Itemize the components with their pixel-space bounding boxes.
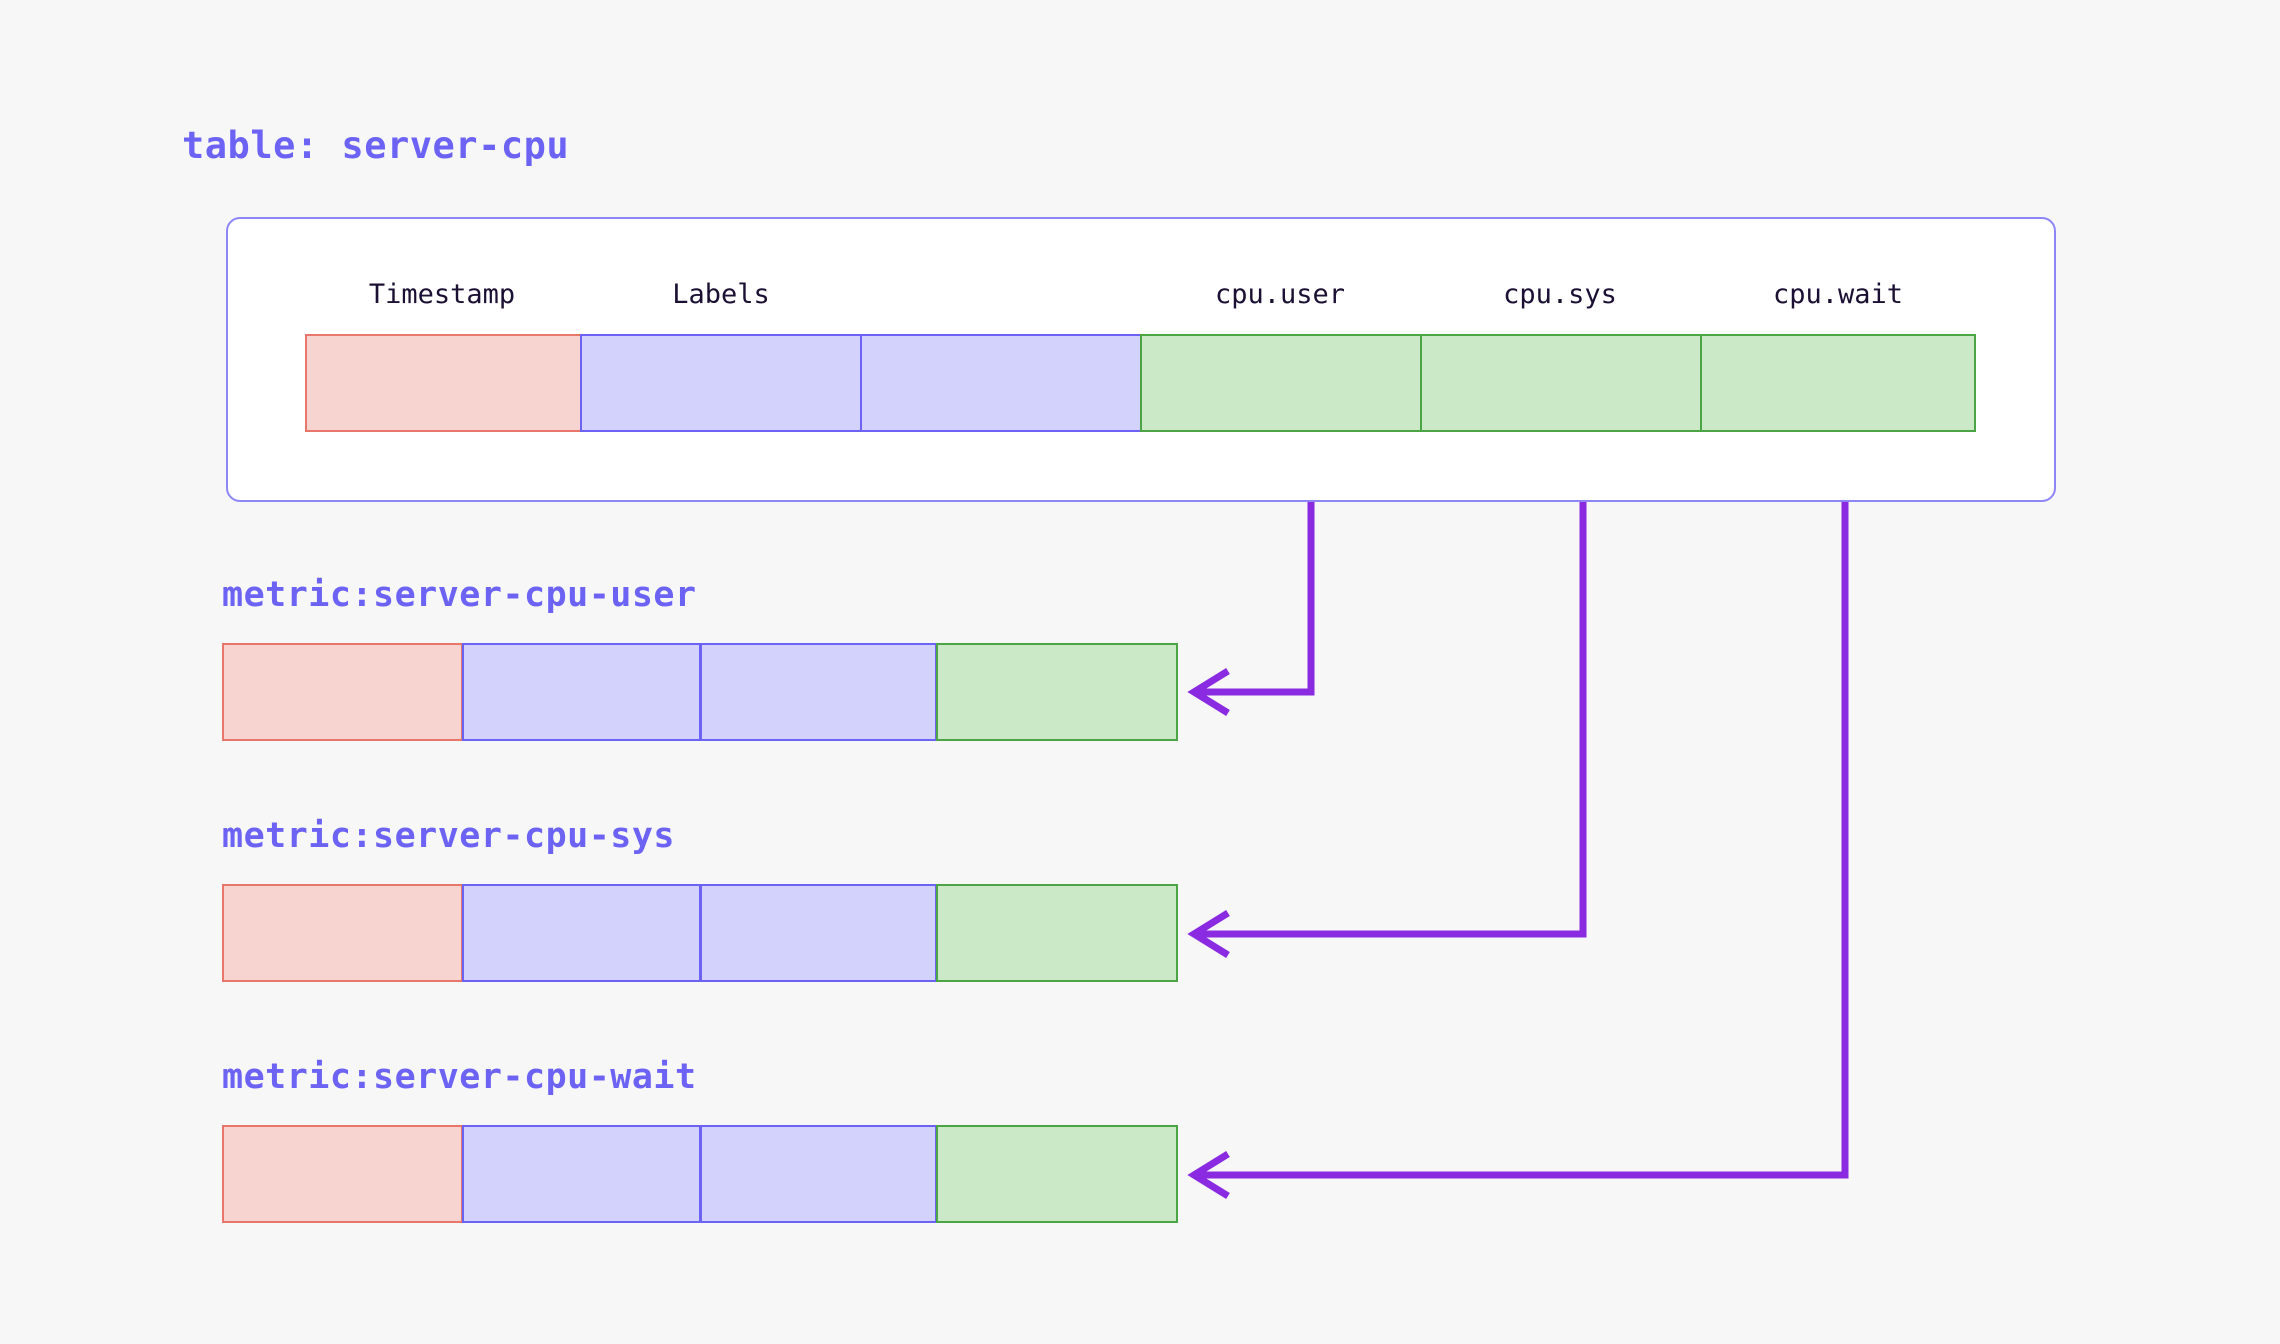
column-header-timestamp: Timestamp <box>368 279 516 310</box>
arrow-cpu-wait-head <box>1187 1151 1230 1199</box>
table-cell-cpu-sys[interactable] <box>1420 334 1702 432</box>
table-cell-cpu-wait[interactable] <box>1700 334 1976 432</box>
table-cell-labels-2[interactable] <box>860 334 1142 432</box>
metric-title-sys: metric:server-cpu-sys <box>222 816 676 856</box>
arrow-cpu-sys <box>1200 450 1587 938</box>
arrow-cpu-sys-head <box>1187 910 1230 958</box>
table-cell-labels-1[interactable] <box>580 334 862 432</box>
metric-user-cell-label-1[interactable] <box>462 643 701 741</box>
metric-user-cell-label-2[interactable] <box>700 643 937 741</box>
column-header-labels: Labels <box>672 279 770 310</box>
metric-wait-cell-timestamp[interactable] <box>222 1125 463 1223</box>
metric-user-cell-timestamp[interactable] <box>222 643 463 741</box>
column-header-cpu-sys: cpu.sys <box>1503 279 1617 310</box>
metric-title-user: metric:server-cpu-user <box>222 575 697 615</box>
column-header-cpu-wait: cpu.wait <box>1772 279 1904 310</box>
metric-wait-cell-label-2[interactable] <box>700 1125 937 1223</box>
table-cell-cpu-user[interactable] <box>1140 334 1422 432</box>
metric-wait-cell-value[interactable] <box>936 1125 1178 1223</box>
arrow-cpu-user-head <box>1187 668 1230 716</box>
metric-sys-cell-value[interactable] <box>936 884 1178 982</box>
table-cell-timestamp[interactable] <box>305 334 582 432</box>
arrow-cpu-wait <box>1200 450 1849 1179</box>
table-title: table: server-cpu <box>182 124 570 167</box>
metric-sys-cell-label-2[interactable] <box>700 884 937 982</box>
metric-sys-cell-timestamp[interactable] <box>222 884 463 982</box>
column-header-cpu-user: cpu.user <box>1214 279 1346 310</box>
metric-user-cell-value[interactable] <box>936 643 1178 741</box>
metric-title-wait: metric:server-cpu-wait <box>222 1057 697 1097</box>
metric-sys-cell-label-1[interactable] <box>462 884 701 982</box>
metric-wait-cell-label-1[interactable] <box>462 1125 701 1223</box>
